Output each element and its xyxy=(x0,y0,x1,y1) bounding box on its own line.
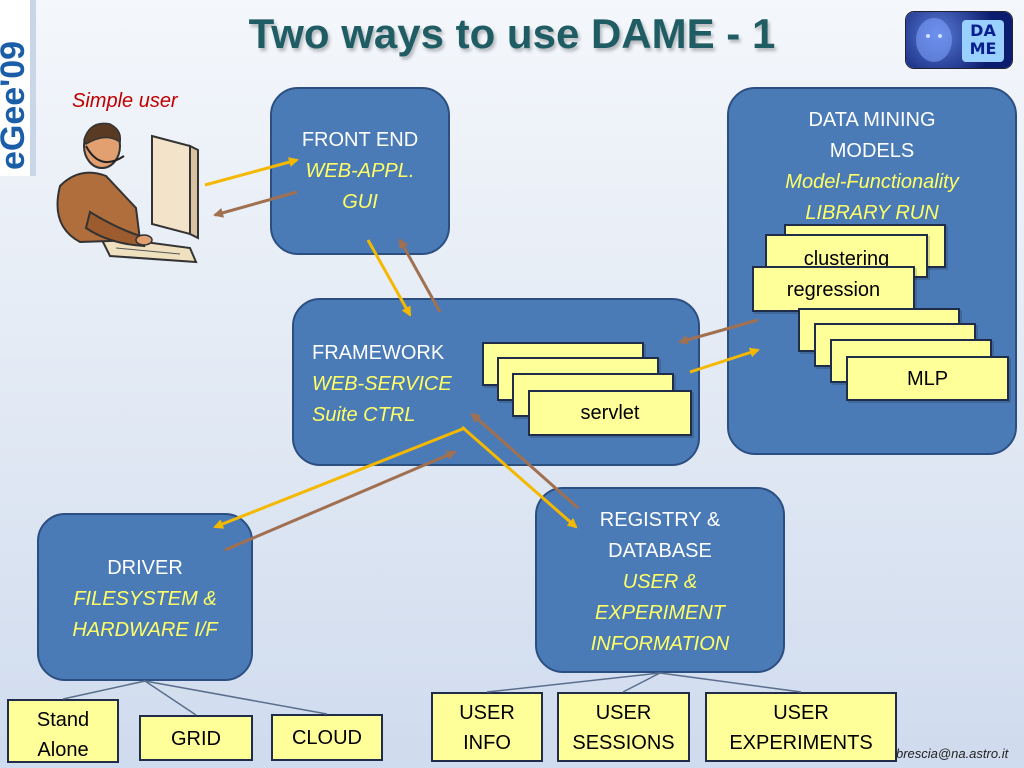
data-mining-models: MODELS xyxy=(829,140,915,162)
mlp-box[interactable]: MLP xyxy=(846,356,1009,401)
arrow-driver-to-framework xyxy=(224,450,457,552)
stand-alone-line2: Alone xyxy=(37,739,89,761)
data-mining-model-functionality: Model-Functionality xyxy=(785,171,959,193)
driver-box[interactable]: DRIVER FILESYSTEM & HARDWARE I/F xyxy=(37,513,253,681)
egee-logo: eGee'09 xyxy=(0,0,36,176)
framework-web-service: WEB-SERVICE xyxy=(312,373,452,395)
arrow-framework-to-datamining xyxy=(689,347,760,374)
user-experiments-box[interactable]: USER EXPERIMENTS xyxy=(705,692,897,762)
arrow-frontend-to-user xyxy=(213,190,298,218)
user-experiments-line1: USER xyxy=(773,702,829,724)
framework-suite-ctrl: Suite CTRL xyxy=(312,404,416,426)
regression-label: regression xyxy=(786,279,881,301)
cloud-box[interactable]: CLOUD xyxy=(271,714,383,761)
front-end-gui: GUI xyxy=(342,191,378,213)
registry-tree-lines xyxy=(486,672,802,693)
arrow-registry-to-framework xyxy=(470,412,579,510)
arrow-framework-to-driver xyxy=(213,426,466,529)
stand-alone-box[interactable]: Stand Alone xyxy=(7,699,119,763)
registry-user: USER & xyxy=(622,571,698,593)
servlet-label: servlet xyxy=(580,402,640,424)
clustering-label: clustering xyxy=(803,248,890,270)
arrow-datamining-to-framework xyxy=(678,318,759,345)
front-end-box[interactable]: FRONT END WEB-APPL. GUI xyxy=(270,87,450,255)
driver-tree-lines xyxy=(62,680,328,716)
regression-box[interactable]: regression xyxy=(752,266,915,312)
arrow-framework-to-frontend xyxy=(398,238,442,313)
arrow-user-to-frontend xyxy=(204,157,299,187)
grid-label: GRID xyxy=(171,728,221,750)
framework-title: FRAMEWORK xyxy=(312,342,445,364)
user-at-computer-icon xyxy=(56,122,199,264)
grid-box[interactable]: GRID xyxy=(139,715,253,761)
user-sessions-box[interactable]: USER SESSIONS xyxy=(557,692,690,762)
registry-experiment: EXPERIMENT xyxy=(594,602,726,624)
user-info-box[interactable]: USER INFO xyxy=(431,692,543,762)
driver-hardware-if: HARDWARE I/F xyxy=(72,619,218,641)
arrow-frontend-to-framework xyxy=(366,239,412,317)
servlet-box[interactable]: servlet xyxy=(528,390,692,436)
driver-title: DRIVER xyxy=(107,557,183,579)
mlp-label: MLP xyxy=(906,368,949,390)
registry-title: REGISTRY & xyxy=(599,509,721,531)
simple-user-label: Simple user xyxy=(72,90,178,112)
cloud-label: CLOUD xyxy=(291,727,362,749)
arrow-framework-to-registry xyxy=(461,425,578,529)
registry-database: DATABASE xyxy=(608,540,712,562)
user-experiments-line2: EXPERIMENTS xyxy=(729,732,873,754)
user-info-line2: INFO xyxy=(463,732,511,754)
front-end-title: FRONT END xyxy=(301,129,419,151)
user-sessions-line2: SESSIONS xyxy=(572,732,675,754)
user-info-line1: USER xyxy=(459,702,515,724)
registry-information: INFORMATION xyxy=(590,633,730,655)
author-email: brescia@na.astro.it xyxy=(896,746,1009,761)
stand-alone-line1: Stand xyxy=(36,709,90,731)
egee-logo-text: eGee'09 xyxy=(0,41,32,170)
front-end-web-appl: WEB-APPL. xyxy=(305,160,415,182)
data-mining-title: DATA MINING xyxy=(808,109,936,131)
face-icon xyxy=(916,18,952,62)
user-sessions-line1: USER xyxy=(595,702,652,724)
data-mining-library-run: LIBRARY RUN xyxy=(805,202,939,224)
page-title: Two ways to use DAME - 1 xyxy=(248,10,776,57)
dame-logo: DA ME xyxy=(906,12,1012,68)
driver-filesystem: FILESYSTEM & xyxy=(73,588,217,610)
dame-logo-text: DA ME xyxy=(962,20,1004,62)
